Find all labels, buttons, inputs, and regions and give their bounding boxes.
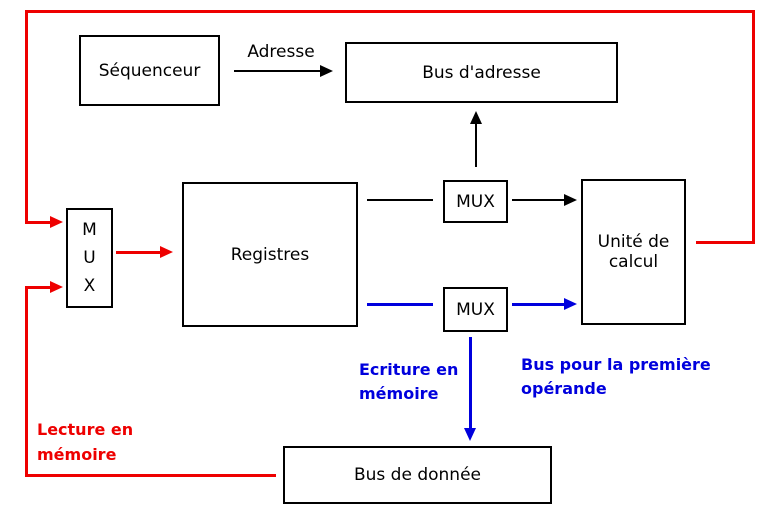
ecriture-memoire-line2: mémoire: [359, 384, 439, 403]
red-arrow-lower-into-mux-line: [25, 286, 51, 289]
arrowhead-right-icon: [50, 216, 63, 228]
arrowhead-right-icon: [564, 194, 577, 206]
mux-top-to-bus-adresse-line: [475, 124, 477, 167]
bus-premiere-operande-line1: Bus pour la première: [521, 355, 711, 374]
mux-bottom-label: MUX: [456, 299, 495, 320]
registres-to-mux-bottom-line: [367, 303, 433, 306]
mux-left-letter-u: U: [83, 248, 96, 268]
mux-left-letter-x: X: [83, 276, 96, 296]
red-line-right-vertical: [752, 10, 755, 244]
mux-left-box: M U X: [66, 208, 113, 308]
lecture-memoire-label: Lecture en mémoire: [37, 417, 133, 467]
unite-calcul-label: Unité de calcul: [597, 232, 670, 272]
red-arrow-mux-to-registres-line: [116, 251, 161, 254]
ecriture-memoire-line1: Ecriture en: [359, 360, 459, 379]
bus-donnee-box: Bus de donnée: [283, 446, 552, 504]
adresse-label: Adresse: [247, 42, 315, 62]
adresse-arrow-line: [234, 70, 321, 72]
bus-premiere-operande-label: Bus pour la première opérande: [521, 353, 711, 401]
red-line-left-lower-vertical: [25, 286, 28, 477]
mux-top-box: MUX: [443, 180, 508, 223]
bus-adresse-box: Bus d'adresse: [345, 42, 618, 103]
bus-premiere-operande-line2: opérande: [521, 379, 607, 398]
mux-bottom-to-unite-line: [512, 303, 565, 306]
mux-bottom-to-bus-donnee-line: [469, 337, 472, 428]
arrowhead-down-icon: [464, 428, 476, 441]
mux-top-to-unite-line: [512, 199, 565, 201]
red-line-bottom-horizontal: [25, 474, 276, 477]
arrowhead-right-icon: [564, 298, 577, 310]
bus-donnee-label: Bus de donnée: [353, 465, 481, 485]
lecture-memoire-line1: Lecture en: [37, 420, 134, 439]
bus-adresse-label: Bus d'adresse: [422, 62, 541, 83]
registres-label: Registres: [230, 244, 310, 265]
registres-box: Registres: [182, 182, 358, 327]
arrowhead-right-icon: [320, 65, 333, 77]
registres-to-mux-top-line: [367, 199, 433, 201]
sequenceur-box: Séquenceur: [79, 35, 220, 106]
lecture-memoire-line2: mémoire: [37, 445, 117, 464]
mux-top-label: MUX: [456, 191, 495, 212]
red-line-top-horizontal: [25, 10, 755, 13]
mux-left-letter-m: M: [82, 220, 97, 240]
mux-bottom-box: MUX: [443, 287, 508, 332]
arrowhead-up-icon: [470, 111, 482, 124]
red-arrow-upper-into-mux-line: [25, 221, 51, 224]
arrowhead-right-icon: [160, 246, 173, 258]
red-line-to-unite-horizontal: [696, 241, 755, 244]
sequenceur-label: Séquenceur: [98, 60, 201, 81]
ecriture-memoire-label: Ecriture en mémoire: [359, 358, 458, 406]
red-line-left-upper-vertical: [25, 10, 28, 224]
arrowhead-right-icon: [50, 281, 63, 293]
unite-calcul-box: Unité de calcul: [581, 179, 686, 325]
